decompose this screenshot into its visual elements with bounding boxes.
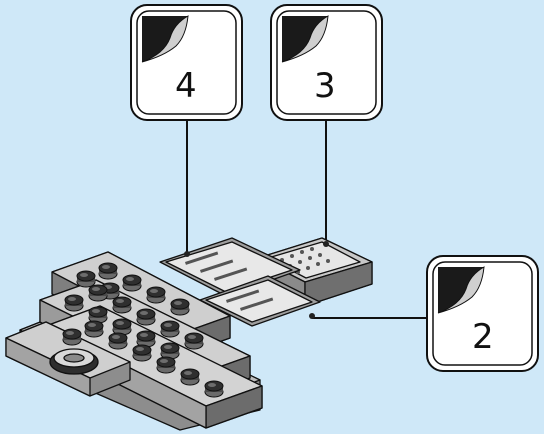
callout-2-number: 2	[472, 317, 494, 357]
callout-4-number: 4	[175, 66, 197, 106]
callout-2: 2	[426, 255, 539, 372]
callout-4: 4	[130, 4, 243, 121]
callout-3: 3	[270, 4, 383, 121]
lego-model	[5, 237, 373, 431]
callout-3-number: 3	[314, 66, 336, 106]
